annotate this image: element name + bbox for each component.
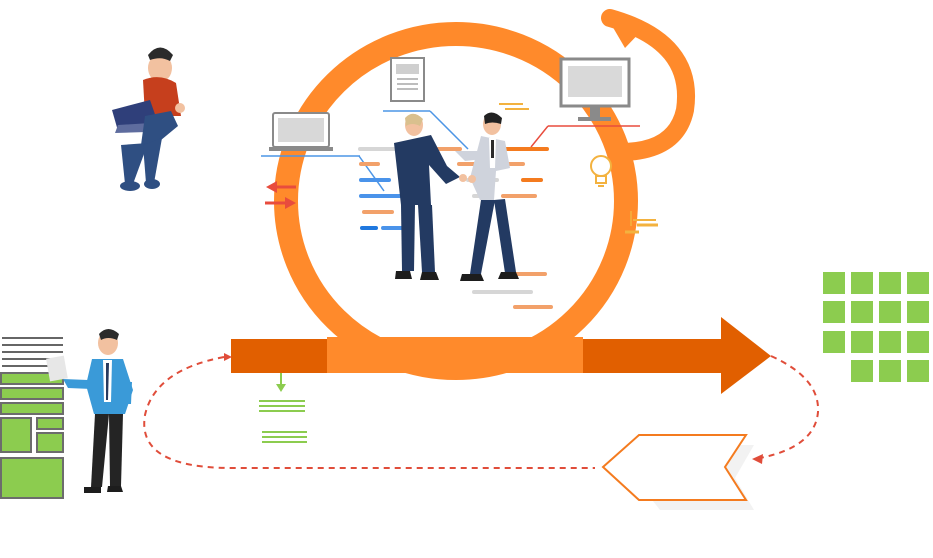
grid-tile: [907, 331, 929, 353]
monitor-connector-diagonal: [530, 125, 549, 148]
grid-tile: [907, 301, 929, 323]
right-dashed-loop: [759, 355, 820, 459]
backlog-row: [0, 402, 64, 415]
right-dashed-arrowhead: [752, 454, 763, 464]
process-arrow-right-segment: [583, 339, 721, 373]
process-arrow-head: [721, 317, 771, 394]
left-backlog-board: [0, 337, 64, 499]
sprint-output: [259, 373, 307, 443]
grid-tile: [851, 272, 873, 294]
top-yellow-ticks: [499, 103, 529, 110]
document-icon: [390, 57, 425, 102]
return-arrow-curve: [601, 9, 695, 161]
left-exchange-arrows: [265, 181, 296, 209]
person-laptop-user: [112, 47, 185, 191]
process-arrow: [231, 317, 771, 394]
laptop-connector-diagonal: [358, 155, 385, 192]
small-yellow-lines: [625, 211, 658, 234]
grid-tile: [823, 301, 845, 323]
grid-tile: [879, 331, 901, 353]
product-backlog-grid: [823, 272, 929, 382]
backlog-block: [0, 457, 64, 499]
grid-tile: [907, 360, 929, 382]
grid-tile: [823, 272, 845, 294]
arrow-right-icon: [285, 197, 296, 209]
grid-tile: [907, 272, 929, 294]
chevron-banner: [601, 434, 754, 510]
dashed-cycle-path: [143, 353, 820, 469]
backlog-block: [36, 432, 64, 453]
backlog-block: [36, 417, 64, 430]
grid-tile: [879, 301, 901, 323]
grid-tile: [823, 331, 845, 353]
return-arrow-head: [604, 12, 648, 48]
grid-tile: [851, 360, 873, 382]
grid-tile: [879, 360, 901, 382]
document-connector-diagonal: [429, 110, 469, 150]
chevron-box: [601, 434, 748, 501]
arrow-down-icon: [276, 384, 286, 392]
process-arrow-left-segment: [231, 339, 327, 373]
grid-tile: [851, 301, 873, 323]
ring-inner-space: [320, 76, 592, 332]
grid-tile: [851, 331, 873, 353]
person-presenter: [46, 329, 133, 493]
process-arrow-center-segment: [327, 337, 583, 373]
return-arrow: [601, 9, 695, 161]
backlog-row: [0, 387, 64, 400]
monitor-icon: [559, 57, 631, 121]
lightbulb-icon: [590, 155, 612, 187]
backlog-block: [0, 417, 32, 453]
floating-icons: [261, 57, 658, 234]
arrow-left-icon: [266, 181, 277, 193]
handshake-team: [394, 112, 519, 281]
laptop-icon: [269, 112, 333, 151]
people-layer: [46, 47, 519, 493]
left-dashed-arrowhead: [224, 353, 232, 361]
grid-tile: [879, 272, 901, 294]
left-dashed-loop: [143, 356, 595, 469]
